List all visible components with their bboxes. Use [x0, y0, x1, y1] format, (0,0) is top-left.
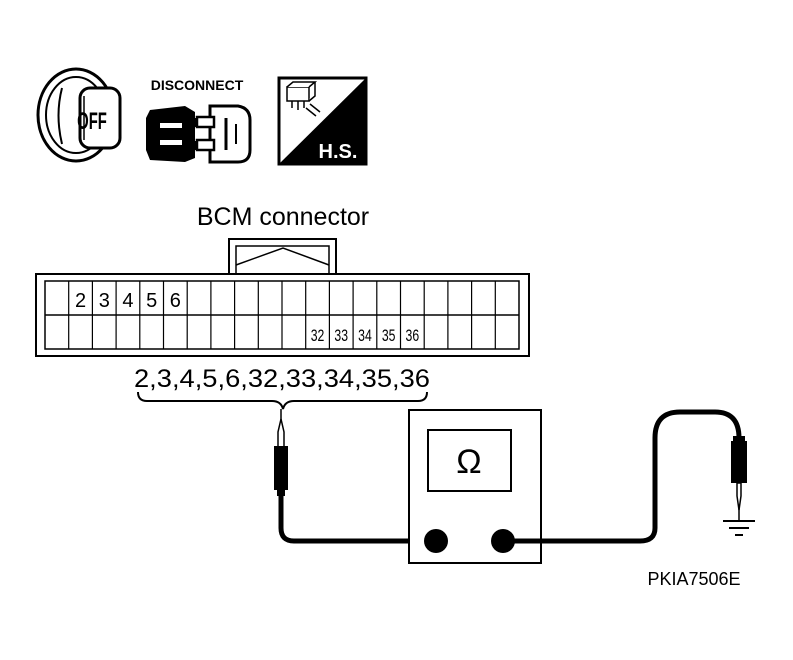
probe-left — [274, 409, 288, 496]
disconnect-connector-icon: DISCONNECT — [146, 77, 252, 164]
pin-label: 3 — [99, 290, 110, 312]
figure-code: PKIA7506E — [647, 569, 740, 589]
pin-label: 2 — [75, 290, 86, 312]
lead-wire-left — [278, 496, 436, 544]
ignition-off-text: OFF — [77, 109, 107, 135]
pin-grid — [68, 281, 496, 349]
ohmmeter[interactable]: Ω — [408, 409, 542, 564]
pin-label: 5 — [146, 290, 157, 312]
terminals-label: 2,3,4,5,6,32,33,34,35,36 — [134, 365, 430, 393]
pin-label: 32 — [311, 327, 325, 345]
pin-label: 35 — [382, 327, 396, 345]
ground-icon — [723, 520, 755, 536]
disconnect-label: DISCONNECT — [151, 77, 244, 93]
pin-label: 6 — [170, 290, 181, 312]
pin-label: 34 — [358, 327, 372, 345]
connector-title: BCM connector — [197, 203, 369, 231]
meter-jack-left[interactable] — [424, 529, 448, 553]
pin-label: 4 — [122, 290, 133, 312]
ignition-off-icon: OFF — [36, 67, 122, 163]
hs-label: H.S. — [319, 141, 358, 163]
terminals-brace — [137, 391, 428, 410]
harness-side-icon: H.S. — [277, 76, 368, 166]
pin-label: 36 — [406, 327, 420, 345]
probe-right — [731, 436, 747, 521]
lead-wire-right — [503, 409, 742, 544]
pin-label: 33 — [334, 327, 348, 345]
ohm-symbol-icon: Ω — [456, 443, 481, 481]
